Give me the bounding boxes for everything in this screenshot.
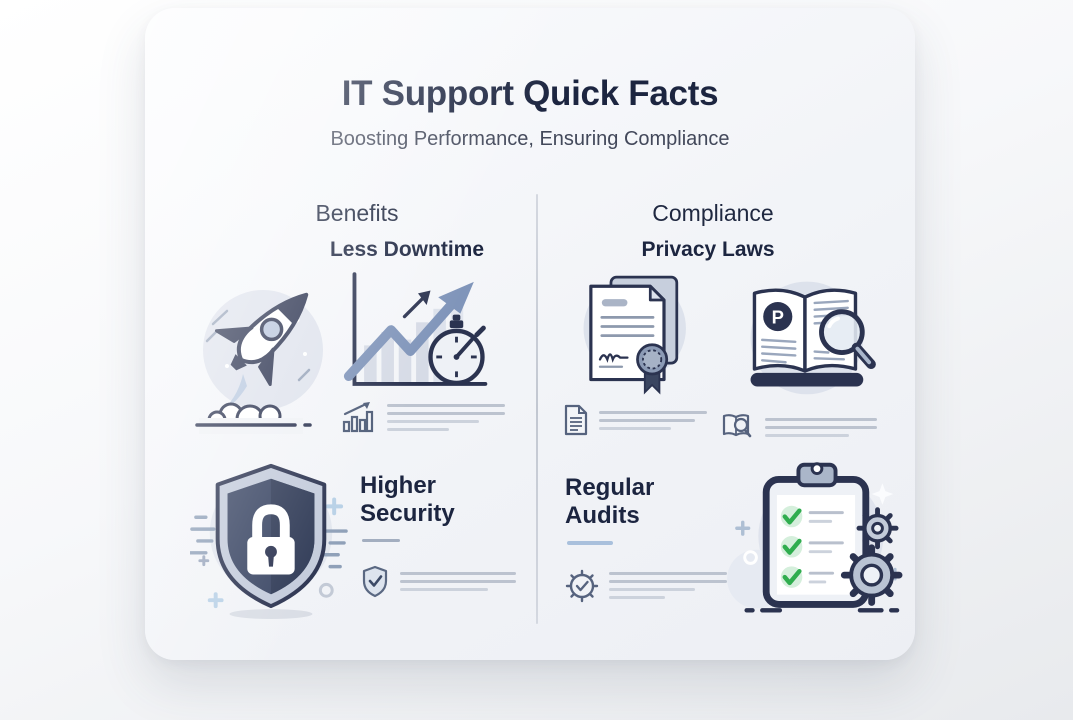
column-divider [536, 194, 538, 624]
fact-title: Less Downtime [329, 238, 485, 261]
book-badge-letter: P [772, 306, 784, 327]
mini-shield-check-icon [362, 565, 388, 597]
fact-title: Privacy Laws [641, 238, 775, 261]
fact-title: Regular Audits [565, 474, 655, 530]
placeholder-lines [387, 403, 505, 431]
page-title: IT Support Quick Facts [341, 74, 719, 113]
placeholder-lines [400, 572, 516, 592]
page-subtitle: Boosting Performance, Ensuring Complianc… [330, 128, 730, 150]
certificate-icon [583, 275, 686, 395]
growth-chart-stopwatch-icon [343, 272, 488, 386]
shield-lock-icon [190, 463, 348, 619]
mini-bar-chart-icon [342, 402, 374, 433]
audits-note [565, 569, 727, 603]
mini-document-icon [564, 404, 588, 436]
security-note [360, 564, 516, 600]
column-header-compliance: Compliance [652, 200, 774, 226]
privacy-doc-note [563, 404, 707, 436]
privacy-handbook-magnifier-icon: P [750, 281, 876, 395]
handbook-note [721, 412, 877, 442]
rocket-icon [195, 290, 323, 434]
mini-book-magnifier-icon [722, 414, 752, 438]
placeholder-lines [765, 417, 877, 437]
title-underline [362, 538, 400, 542]
infographic-card: IT Support Quick Facts Boosting Performa… [145, 8, 915, 660]
fact-privacy-laws: Privacy Laws [563, 238, 905, 442]
fact-regular-audits: Regular Audits [565, 454, 915, 622]
mini-gear-check-icon [565, 569, 599, 602]
downtime-note [341, 400, 505, 434]
placeholder-lines [599, 410, 707, 430]
fact-less-downtime: Less Downtime [183, 238, 519, 440]
placeholder-lines [609, 572, 727, 600]
title-underline [567, 540, 613, 545]
fact-title: Higher Security [360, 472, 455, 528]
column-header-benefits: Benefits [315, 200, 399, 226]
audit-checklist-gears-icon [727, 462, 903, 613]
fact-higher-security: Higher Security [190, 454, 522, 620]
